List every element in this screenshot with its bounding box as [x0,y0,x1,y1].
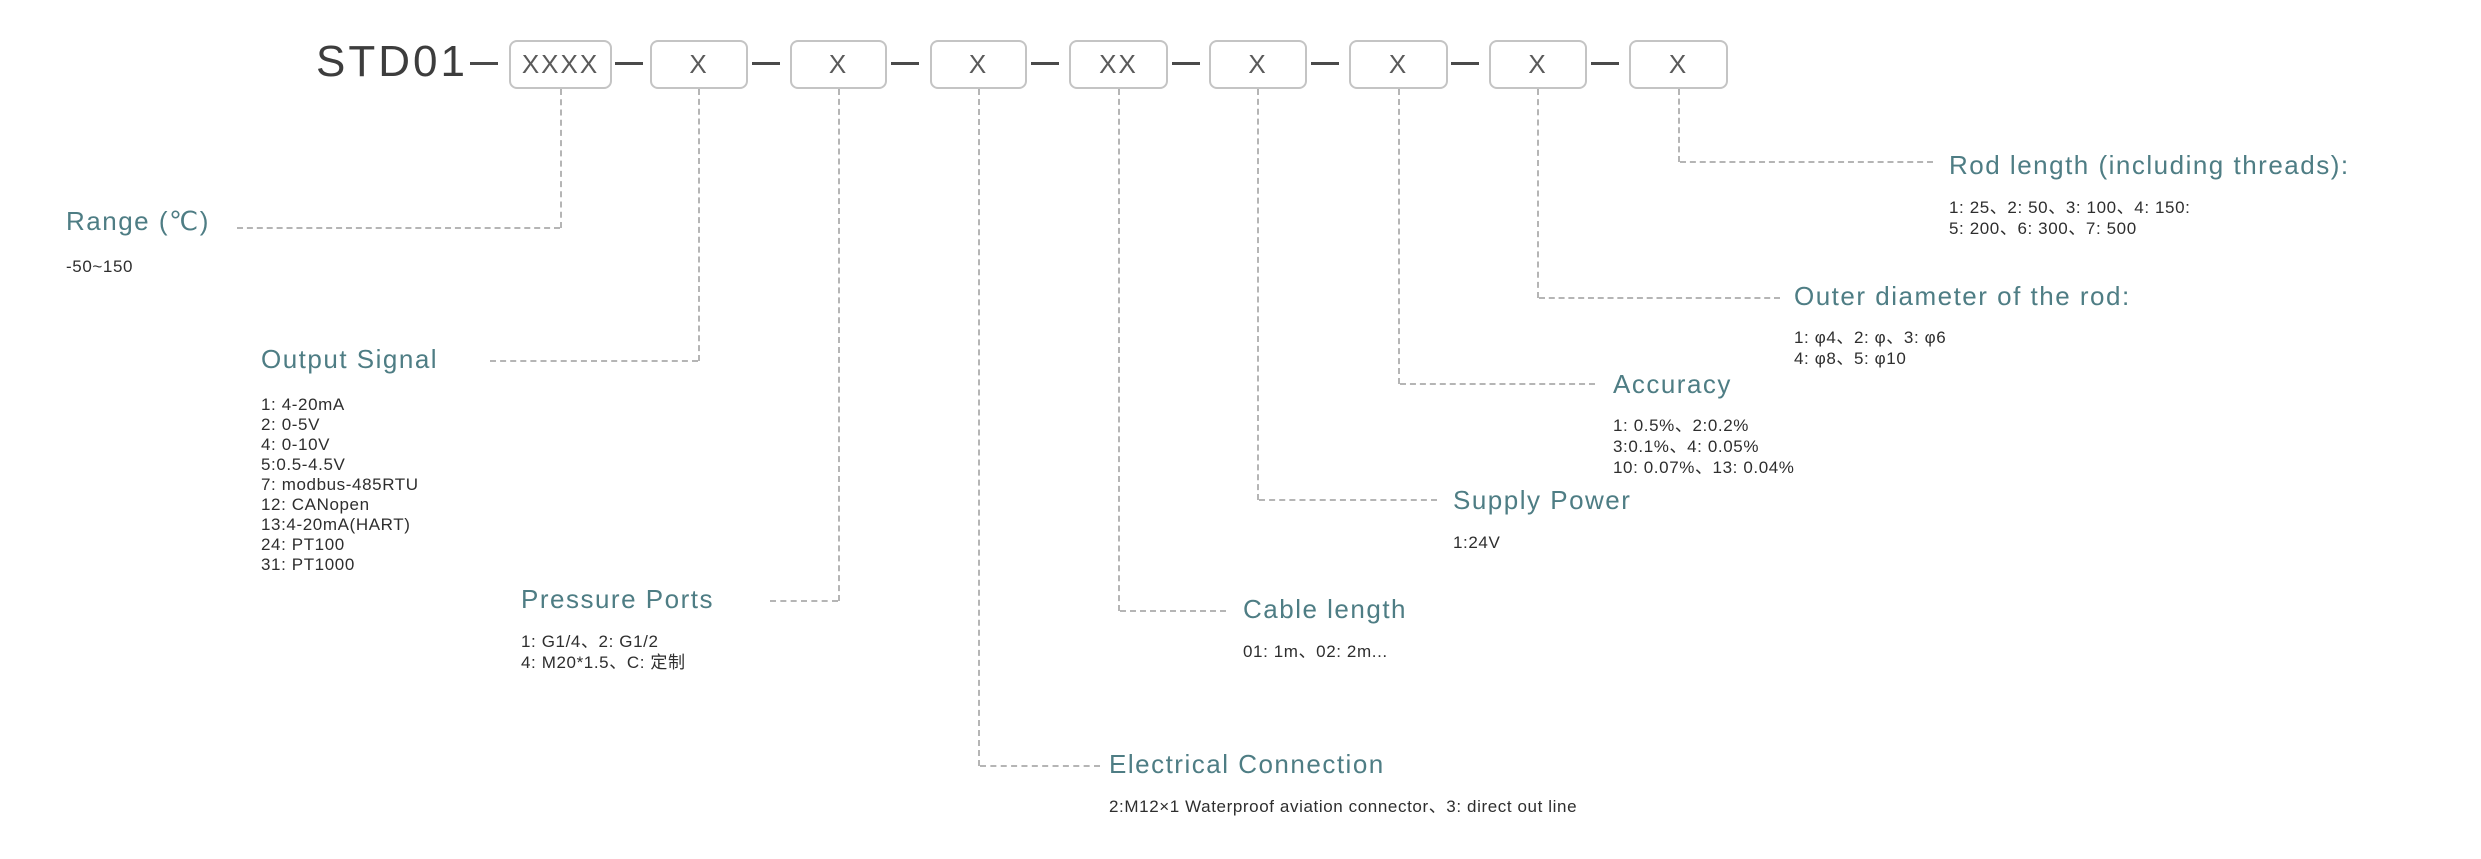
connector-electrical-connection-horizontal [980,765,1100,767]
rod-diameter-options: 1: φ4、2: φ、3: φ6 4: φ8、5: φ10 [1794,327,2131,369]
connector-pressure-ports-vertical [838,89,840,601]
connector-output-signal-horizontal [490,360,698,362]
dash-separator [1451,62,1479,65]
supply-power-options: 1:24V [1453,532,1631,553]
connector-rod-diameter-vertical [1537,89,1539,298]
label-supply-power: Supply Power 1:24V [1453,485,1631,553]
label-range: Range (℃) -50~150 [66,206,210,277]
model-code-box-accuracy: X [1349,40,1448,89]
connector-supply-power-horizontal [1259,499,1437,501]
connector-range-horizontal [237,227,560,229]
model-code-text: XX [1099,49,1138,79]
connector-output-signal-vertical [698,89,700,361]
pressure-ports-option: 4: M20*1.5、C: 定制 [521,653,686,672]
rod-length-option: 5: 200、6: 300、7: 500 [1949,219,2137,238]
model-code-text: X [689,49,709,79]
model-code-box-electrical-connection: X [930,40,1027,89]
connector-rod-length-vertical [1678,89,1680,162]
output-signal-option: 12: CANopen [261,495,370,514]
electrical-connection-option: 2:M12×1 Waterproof aviation connector、3:… [1109,797,1578,816]
accuracy-option: 3:0.1%、4: 0.05% [1613,437,1760,456]
model-code-box-output-signal: X [650,40,748,89]
dash-separator [1031,62,1059,65]
dash-separator [470,62,498,65]
model-code-box-range: XXXX [509,40,612,89]
rod-diameter-option: 4: φ8、5: φ10 [1794,349,1907,368]
output-signal-option: 13:4-20mA(HART) [261,515,411,534]
electrical-connection-title: Electrical Connection [1109,749,1385,779]
label-pressure-ports: Pressure Ports 1: G1/4、2: G1/2 4: M20*1.… [521,584,714,673]
output-signal-title: Output Signal [261,344,439,374]
pressure-ports-options: 1: G1/4、2: G1/2 4: M20*1.5、C: 定制 [521,631,714,673]
model-code-text: X [968,49,989,79]
model-code-box-cable-length: XX [1069,40,1168,89]
supply-power-title: Supply Power [1453,485,1632,515]
cable-length-options: 01: 1m、02: 2m... [1243,641,1407,662]
connector-cable-length-horizontal [1120,610,1226,612]
accuracy-options: 1: 0.5%、2:0.2% 3:0.1%、4: 0.05% 10: 0.07%… [1613,415,1795,478]
output-signal-option: 24: PT100 [261,535,345,554]
connector-rod-diameter-horizontal [1539,297,1780,299]
output-signal-option: 5:0.5-4.5V [261,455,346,474]
accuracy-title: Accuracy [1613,369,1732,399]
connector-accuracy-vertical [1398,89,1400,384]
dash-separator [1311,62,1339,65]
rod-length-options: 1: 25、2: 50、3: 100、4: 150: 5: 200、6: 300… [1949,197,2350,239]
dash-separator [752,62,780,65]
output-signal-option: 1: 4-20mA [261,395,345,414]
rod-length-option: 1: 25、2: 50、3: 100、4: 150: [1949,198,2191,217]
connector-cable-length-vertical [1118,89,1120,611]
pressure-ports-title: Pressure Ports [521,584,714,614]
label-accuracy: Accuracy 1: 0.5%、2:0.2% 3:0.1%、4: 0.05% … [1613,369,1795,478]
cable-length-title: Cable length [1243,594,1407,624]
output-signal-option: 2: 0-5V [261,415,321,434]
supply-power-option: 1:24V [1453,533,1501,552]
model-code-text: XXXX [521,49,600,79]
dash-separator [1172,62,1200,65]
dash-separator [891,62,919,65]
model-code-text: X [1668,49,1689,79]
label-rod-length: Rod length (including threads): 1: 25、2:… [1949,150,2350,239]
connector-electrical-connection-vertical [978,89,980,766]
label-cable-length: Cable length 01: 1m、02: 2m... [1243,594,1407,662]
dash-separator [615,62,643,65]
model-code-box-supply-power: X [1209,40,1307,89]
pressure-ports-option: 1: G1/4、2: G1/2 [521,632,659,651]
model-code-text: X [1248,49,1268,79]
connector-rod-length-horizontal [1680,161,1933,163]
connector-range-vertical [560,89,562,228]
model-code-box-rod-length: X [1629,40,1728,89]
output-signal-option: 7: modbus-485RTU [261,475,419,494]
range-title: Range (℃) [66,206,210,236]
output-signal-options: 1: 4-20mA 2: 0-5V 4: 0-10V 5:0.5-4.5V 7:… [261,395,438,575]
accuracy-option: 1: 0.5%、2:0.2% [1613,416,1749,435]
output-signal-option: 31: PT1000 [261,555,355,574]
model-code-box-rod-diameter: X [1489,40,1587,89]
connector-pressure-ports-horizontal [770,600,838,602]
rod-diameter-title: Outer diameter of the rod: [1794,281,2131,311]
range-options: -50~150 [66,257,210,277]
output-signal-option: 4: 0-10V [261,435,331,454]
cable-length-option: 01: 1m、02: 2m... [1243,642,1388,661]
connector-accuracy-horizontal [1400,383,1595,385]
label-rod-diameter: Outer diameter of the rod: 1: φ4、2: φ、3:… [1794,281,2131,369]
model-code-text: X [828,49,849,79]
connector-supply-power-vertical [1257,89,1259,500]
model-code-text: X [1528,49,1548,79]
rod-diameter-option: 1: φ4、2: φ、3: φ6 [1794,328,1947,347]
electrical-connection-options: 2:M12×1 Waterproof aviation connector、3:… [1109,796,1577,817]
dash-separator [1591,62,1619,65]
accuracy-option: 10: 0.07%、13: 0.04% [1613,458,1795,477]
model-code-text: X [1388,49,1409,79]
model-prefix: STD01 [316,37,468,86]
range-option: -50~150 [66,257,134,276]
label-electrical-connection: Electrical Connection 2:M12×1 Waterproof… [1109,749,1577,817]
rod-length-title: Rod length (including threads): [1949,150,2350,180]
model-code-box-pressure-ports: X [790,40,887,89]
label-output-signal: Output Signal 1: 4-20mA 2: 0-5V 4: 0-10V… [261,344,438,575]
